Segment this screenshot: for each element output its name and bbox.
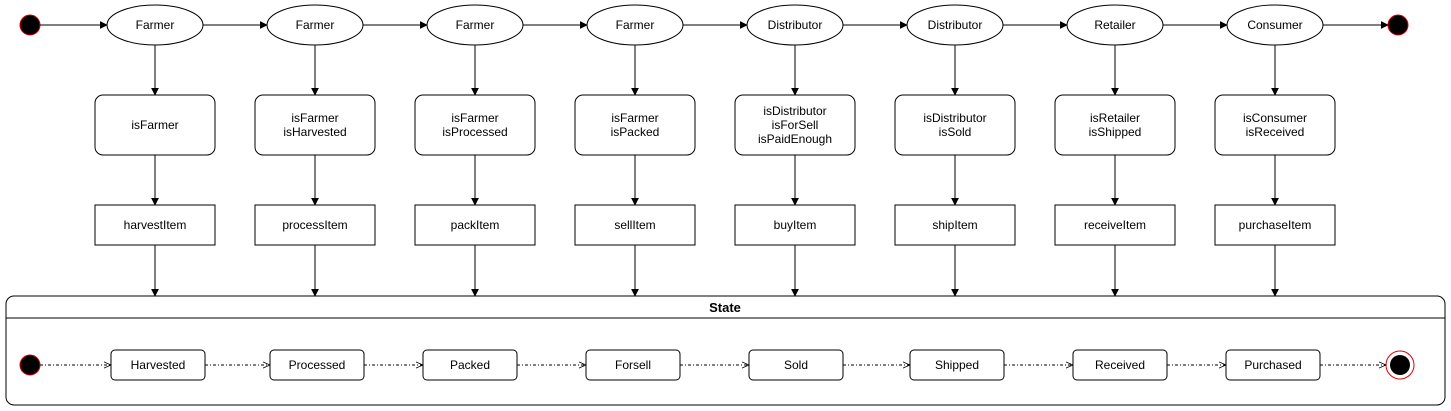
action-label: shipItem (932, 218, 977, 232)
actor-label: Distributor (928, 18, 983, 32)
action-box (254, 204, 376, 246)
state-start-node (19, 354, 41, 376)
state-label: Processed (289, 358, 346, 372)
action-label: processItem (282, 218, 347, 232)
action-label: harvestItem (124, 218, 187, 232)
guard-condition: isProcessed (442, 125, 507, 139)
state-label: Received (1095, 358, 1145, 372)
action-box (1214, 204, 1336, 246)
actor-label: Farmer (456, 18, 495, 32)
state-label: Sold (784, 358, 808, 372)
end-node (1387, 14, 1409, 36)
state-label: Purchased (1244, 358, 1301, 372)
actor-label: Distributor (768, 18, 823, 32)
action-label: sellItem (614, 218, 655, 232)
action-box (894, 204, 1016, 246)
state-label: Packed (450, 358, 490, 372)
guard-condition: isFarmer (131, 118, 178, 132)
state-label: Shipped (935, 358, 979, 372)
action-box (734, 204, 856, 246)
guard-condition: isFarmer (291, 111, 338, 125)
actor-label: Farmer (296, 18, 335, 32)
guard-condition: isConsumer (1243, 111, 1307, 125)
actor-label: Farmer (616, 18, 655, 32)
guard-condition: isDistributor (763, 104, 826, 118)
action-box (414, 204, 536, 246)
actor-label: Retailer (1094, 18, 1135, 32)
guard-condition: isFarmer (611, 111, 658, 125)
state-label: Forsell (615, 358, 651, 372)
guard-condition: isDistributor (923, 111, 986, 125)
state-end-node (1390, 355, 1410, 375)
guard-condition: isPaidEnough (758, 132, 832, 146)
guard-condition: isShipped (1089, 125, 1142, 139)
guard-condition: isFarmer (451, 111, 498, 125)
guard-condition: isForSell (772, 118, 819, 132)
action-label: packItem (451, 218, 500, 232)
guard-condition: isPacked (611, 125, 660, 139)
state-title: State (709, 300, 741, 315)
guard-condition: isHarvested (283, 125, 346, 139)
action-label: purchaseItem (1239, 218, 1312, 232)
action-box (94, 204, 216, 246)
state-label: Harvested (131, 358, 186, 372)
actor-label: Farmer (136, 18, 175, 32)
guard-condition: isRetailer (1090, 111, 1140, 125)
action-label: receiveItem (1084, 218, 1146, 232)
guard-condition: isSold (939, 125, 972, 139)
start-node (19, 14, 41, 36)
action-box (1054, 204, 1176, 246)
action-label: buyItem (774, 218, 817, 232)
guard-condition: isReceived (1246, 125, 1305, 139)
actor-label: Consumer (1247, 18, 1302, 32)
